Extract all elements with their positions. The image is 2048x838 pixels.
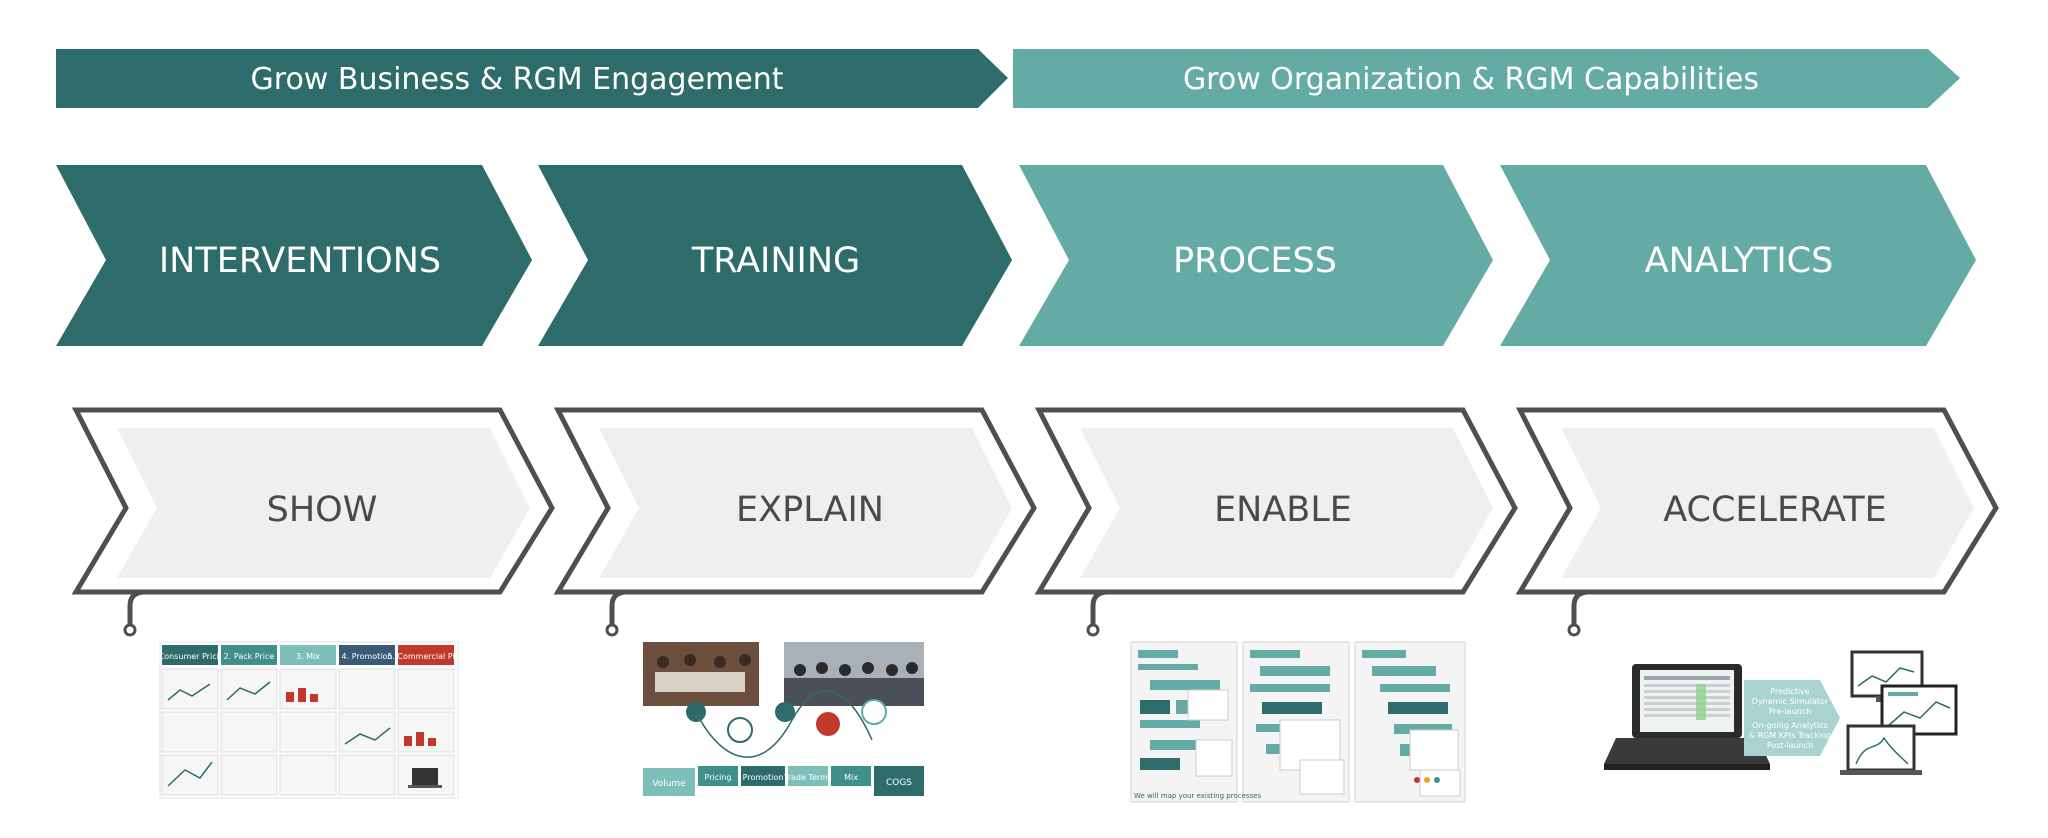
pillar-training-label: TRAINING [691, 241, 860, 281]
bar-label-mix: Mix [844, 773, 858, 782]
status-dots [1414, 777, 1440, 783]
show-header-promotion: 4. Promotion [339, 645, 395, 665]
enable-caption: We will map your existing processes [1134, 792, 1261, 800]
value-chain-path [695, 690, 873, 758]
step-enable: ENABLE [1034, 407, 1518, 637]
enable-thumbnail: We will map your existing processes [1130, 641, 1466, 803]
pillar-interventions: INTERVENTIONS [56, 165, 532, 346]
explain-thumbnail: Volume Pricing Promotion Trade Terms Mix… [643, 642, 924, 796]
pillar-process-label: PROCESS [1173, 241, 1337, 281]
value-chain-node [775, 702, 795, 722]
show-header-commercial-plan: 5. Commercial Plan [387, 645, 465, 665]
accelerate-line-5: & RGM KPIs Tracking [1749, 731, 1831, 740]
pillar-analytics-label: ANALYTICS [1645, 241, 1834, 281]
show-header-label: 1 Consumer Pricing [151, 652, 229, 661]
accelerate-line-3: Pre-launch [1769, 707, 1811, 716]
value-chain-node [686, 702, 706, 722]
bar-label-trade-terms: Trade Terms [783, 773, 832, 782]
step-enable-label: ENABLE [1214, 490, 1352, 530]
accelerate-line-6: Post-launch [1767, 741, 1813, 750]
laptop-icon [408, 768, 442, 788]
value-chain-node [816, 712, 840, 736]
value-chain-bars: Volume Pricing Promotion Trade Terms Mix… [643, 766, 924, 796]
accelerate-line-1: Predictive [1770, 687, 1810, 696]
show-header-label: 2. Pack Price [224, 652, 275, 661]
laptop-icon [1840, 724, 1922, 775]
output-arrow: Predictive Dynamic Simulator Pre-launch … [1744, 680, 1840, 756]
accelerate-line-2: Dynamic Simulator [1752, 697, 1829, 706]
show-mini-charts [167, 681, 391, 787]
accelerate-thumbnail: Predictive Dynamic Simulator Pre-launch … [1604, 650, 1958, 775]
training-photo-right [784, 642, 924, 706]
step-explain: EXPLAIN [553, 407, 1037, 637]
laptop-icon [1604, 664, 1770, 770]
step-show: SHOW [71, 407, 555, 637]
banner-organization-capabilities: Grow Organization & RGM Capabilities [1013, 49, 1960, 108]
process-map-cards [1187, 689, 1461, 797]
step-accelerate: ACCELERATE [1515, 407, 1999, 637]
show-header-label: 3. Mix [296, 652, 320, 661]
banner-business-engagement-label: Grow Business & RGM Engagement [251, 62, 784, 97]
pillar-process: PROCESS [1019, 165, 1493, 346]
bar-label-volume: Volume [652, 779, 686, 789]
bar-label-pricing: Pricing [705, 773, 732, 782]
pillar-interventions-label: INTERVENTIONS [159, 241, 441, 281]
accelerate-line-4: On-going Analytics [1752, 721, 1827, 730]
training-photo-left [643, 642, 759, 706]
banner-organization-capabilities-label: Grow Organization & RGM Capabilities [1183, 62, 1759, 97]
show-mini-bars [286, 688, 436, 746]
show-header-pack-price: 2. Pack Price [221, 645, 277, 665]
pillar-training: TRAINING [538, 165, 1012, 346]
step-accelerate-label: ACCELERATE [1663, 490, 1887, 530]
bar-label-promotion: Promotion [743, 773, 784, 782]
banner-business-engagement: Grow Business & RGM Engagement [56, 49, 1008, 108]
show-grid-cells [161, 668, 455, 796]
value-chain-node [727, 717, 753, 743]
show-header-mix: 3. Mix [280, 645, 336, 665]
show-thumbnail: 1 Consumer Pricing 2. Pack Price 3. Mix … [151, 641, 465, 799]
step-explain-label: EXPLAIN [736, 490, 884, 530]
step-show-label: SHOW [267, 490, 378, 530]
show-header-label: 5. Commercial Plan [387, 652, 465, 661]
pillar-analytics: ANALYTICS [1500, 165, 1976, 346]
value-chain-node [861, 699, 887, 725]
show-header-consumer-pricing: 1 Consumer Pricing [151, 645, 229, 665]
bar-label-cogs: COGS [886, 778, 912, 788]
show-header-label: 4. Promotion [342, 652, 393, 661]
